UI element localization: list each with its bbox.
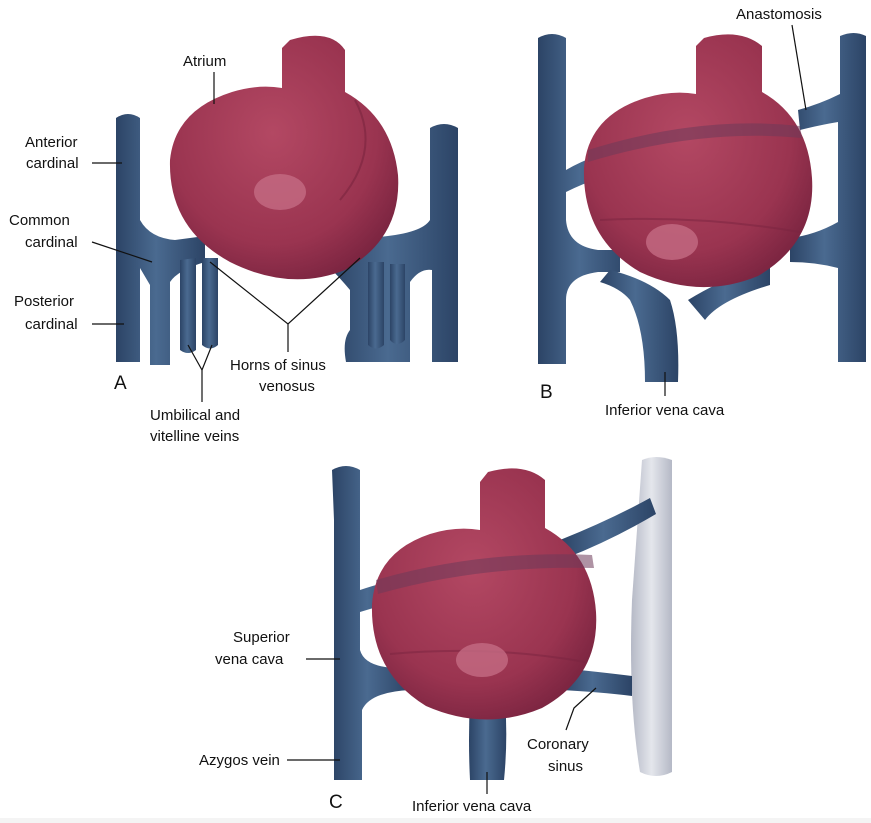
panel-c-letter: C (329, 792, 343, 813)
label-coronary-sinus: Coronary (527, 736, 589, 753)
label-superior-vena-cava: Superior (233, 629, 290, 646)
label-superior-vena-cava-2: vena cava (215, 651, 284, 668)
label-common-cardinal-2: cardinal (25, 234, 78, 251)
label-ivc-b: Inferior vena cava (605, 402, 725, 419)
label-umbilical-vitelline: Umbilical and (150, 407, 240, 424)
panel-a: Atrium Anterior cardinal Common cardinal… (9, 36, 458, 445)
panel-a-atrium (170, 36, 398, 280)
label-posterior-cardinal: Posterior (14, 293, 74, 310)
panel-b-atrium (584, 34, 812, 287)
label-horns-sinus-venosus: Horns of sinus (230, 357, 326, 374)
label-atrium: Atrium (183, 53, 226, 70)
leader-anastomosis (792, 25, 806, 110)
panel-c: Superior vena cava Coronary sinus Azygos… (199, 457, 672, 815)
label-posterior-cardinal-2: cardinal (25, 316, 78, 333)
label-common-cardinal: Common (9, 212, 70, 229)
label-anastomosis: Anastomosis (736, 6, 822, 23)
panel-c-atrium (372, 468, 596, 719)
label-coronary-sinus-2: sinus (548, 758, 583, 775)
label-ivc-c: Inferior vena cava (412, 798, 532, 815)
label-anterior-cardinal-2: cardinal (26, 155, 79, 172)
panel-b: Anastomosis Inferior vena cava B (538, 6, 866, 419)
panel-b-letter: B (540, 382, 553, 403)
panel-b-ivc-vessel (600, 270, 678, 382)
label-anterior-cardinal: Anterior (25, 134, 78, 151)
label-umbilical-vitelline-2: vitelline veins (150, 428, 239, 445)
panel-a-letter: A (114, 373, 127, 394)
label-azygos-vein: Azygos vein (199, 752, 280, 769)
label-horns-sinus-venosus-2: venosus (259, 378, 315, 395)
leader-coronary (566, 688, 596, 730)
